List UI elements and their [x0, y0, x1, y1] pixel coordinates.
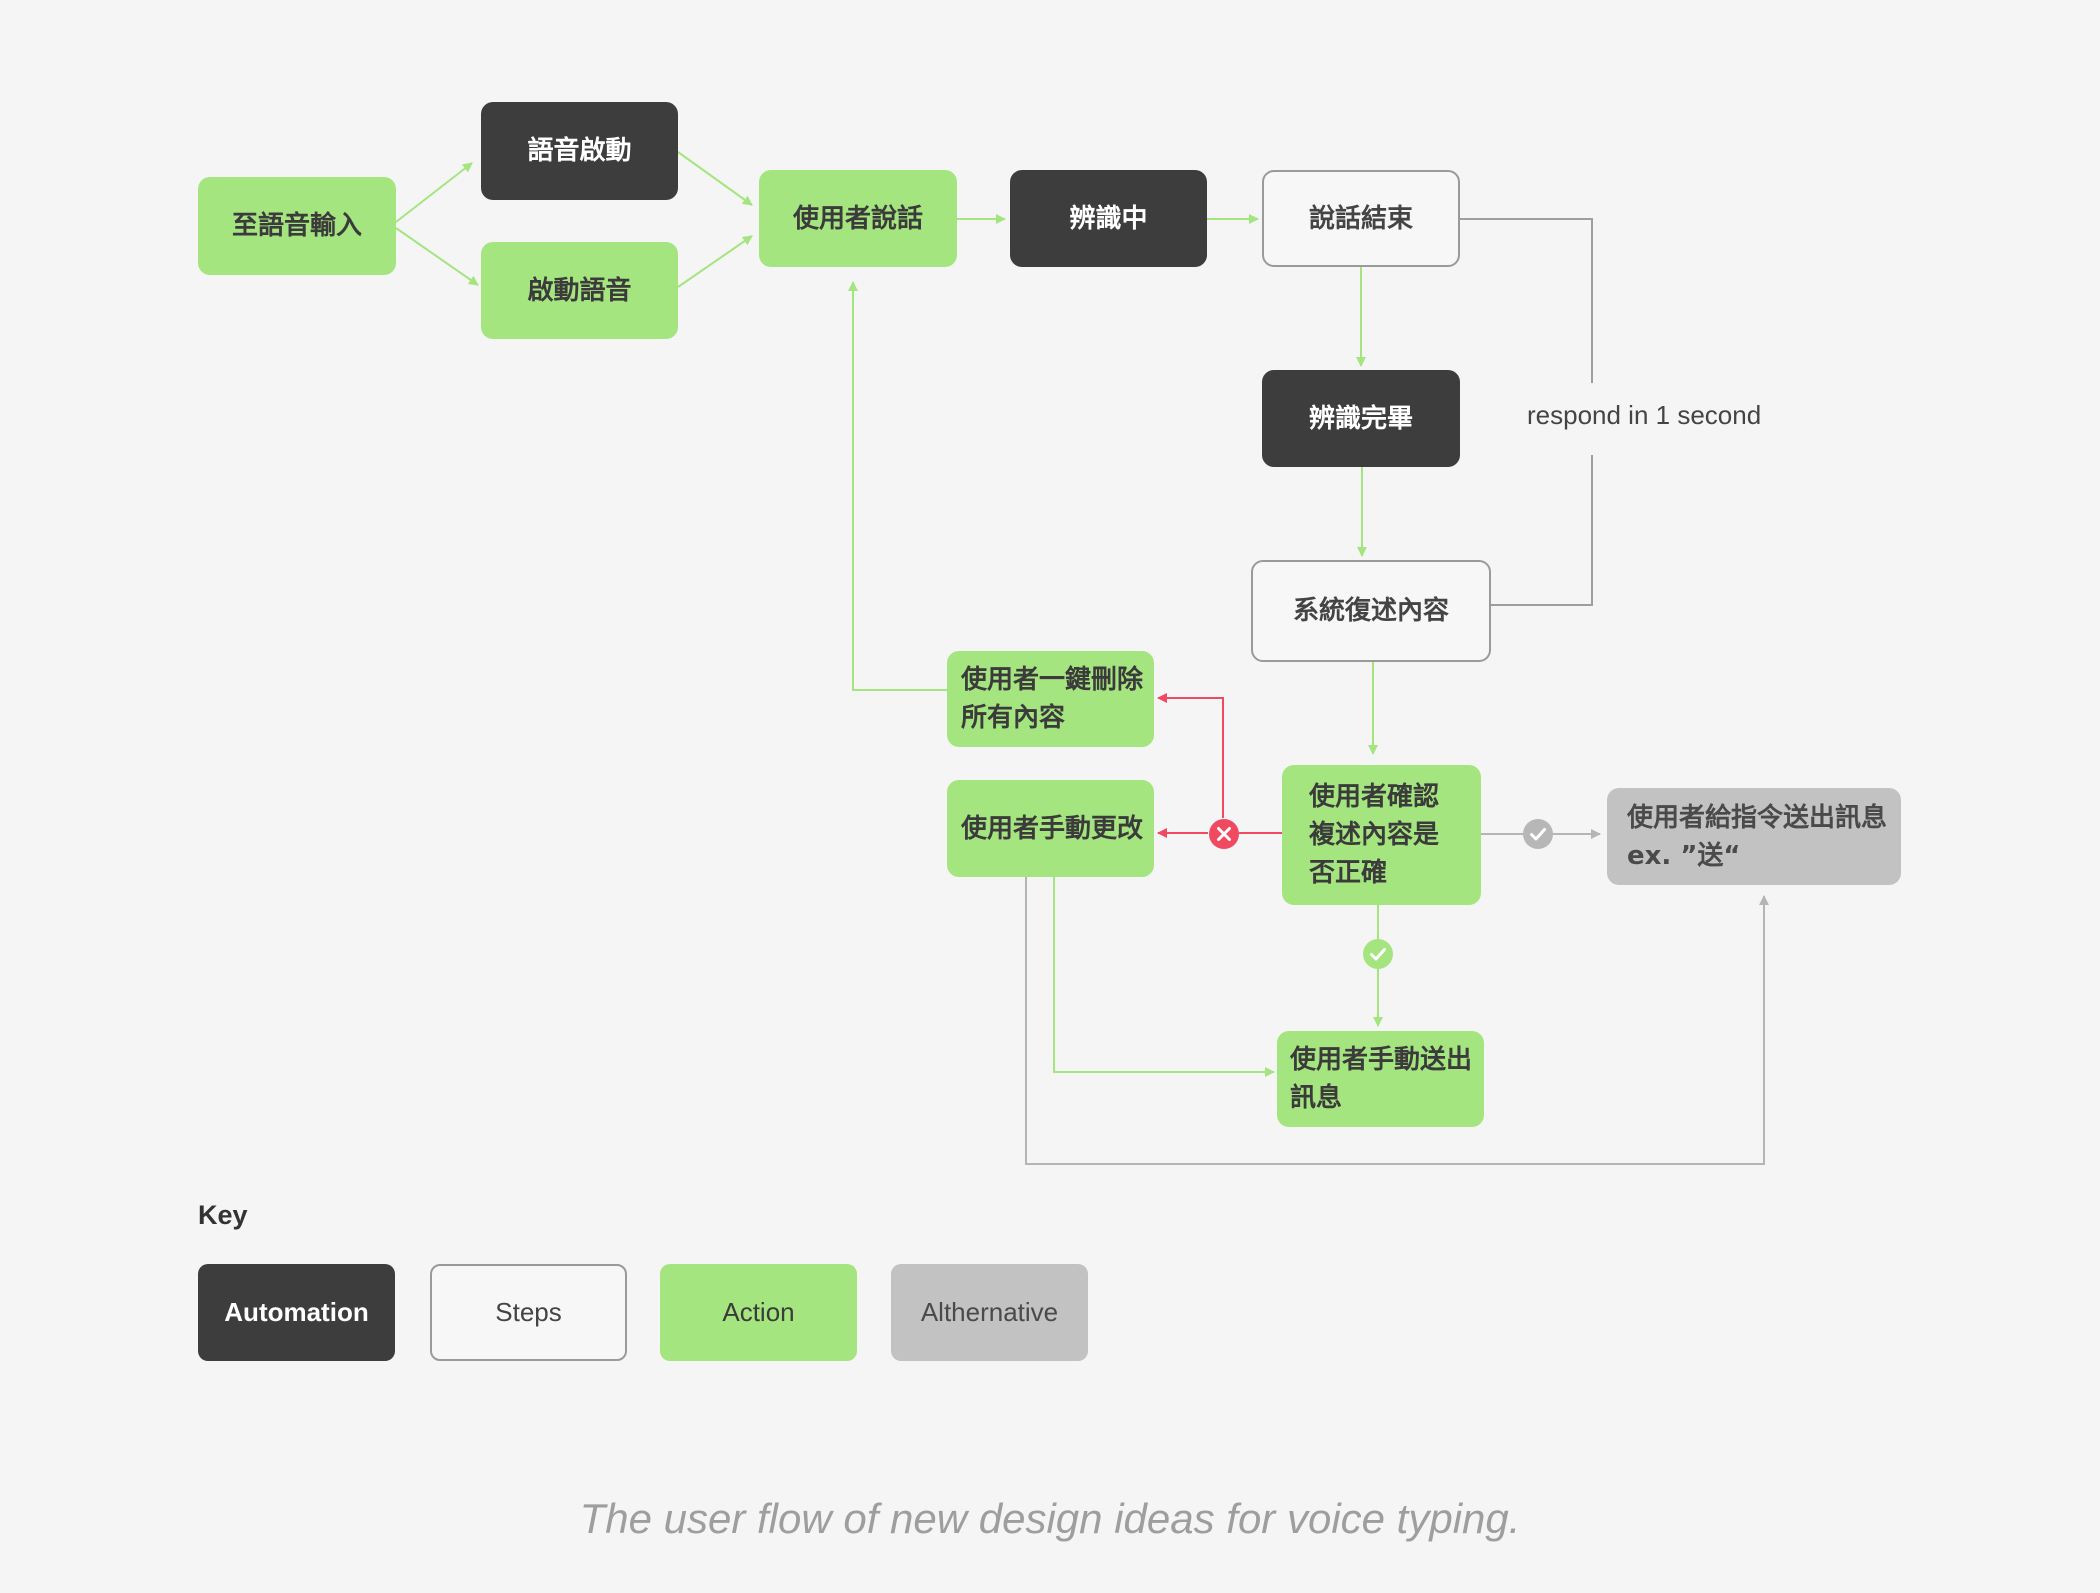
node-recognition-done: 辨識完畢 [1262, 370, 1460, 467]
node-label: 啟動語音 [527, 275, 632, 306]
node-label: 辨識中 [1069, 203, 1148, 234]
edge-input-to-start-voice [395, 227, 479, 286]
reject-x-icon [1208, 818, 1240, 850]
node-user-delete-all: 使用者一鍵刪除 所有內容 [947, 651, 1154, 747]
node-user-command-send: 使用者給指令送出訊息 ex. ”送“ [1607, 788, 1901, 885]
node-label: 說話結束 [1308, 203, 1413, 234]
node-label: 語音啟動 [527, 136, 632, 166]
node-system-repeat: 系統復述內容 [1251, 560, 1491, 662]
edge-edit-to-command-send [1025, 877, 1769, 1165]
node-label: 使用者手動更改 [961, 813, 1144, 844]
edge-edit-to-send [1053, 877, 1275, 1077]
alt-check-icon [1522, 818, 1554, 850]
node-label: 使用者一鍵刪除 所有內容 [961, 665, 1144, 733]
edge-delete-back-to-speak [848, 281, 947, 691]
edge-end-respond-top [1460, 218, 1593, 383]
node-label: 使用者手動送出 訊息 [1290, 1045, 1473, 1113]
key-automation: Automation [198, 1264, 395, 1361]
node-recognizing: 辨識中 [1010, 170, 1207, 267]
node-user-confirm: 使用者確認 複述內容是 否正確 [1282, 765, 1481, 905]
key-steps: Steps [430, 1264, 627, 1361]
edge-end-respond-bottom [1491, 455, 1593, 606]
node-to-voice-input: 至語音輸入 [198, 177, 396, 275]
edge-start-voice-to-speak [677, 235, 753, 288]
node-label: 使用者說話 [792, 203, 923, 234]
figure-caption: The user flow of new design ideas for vo… [579, 1495, 1521, 1542]
node-user-manual-send: 使用者手動送出 訊息 [1277, 1031, 1484, 1127]
node-start-voice: 啟動語音 [481, 242, 678, 339]
node-label: 使用者確認 複述內容是 否正確 [1309, 782, 1440, 888]
node-label: 系統復述內容 [1292, 596, 1449, 626]
node-user-manual-edit: 使用者手動更改 [947, 780, 1154, 877]
key-action: Action [660, 1264, 857, 1361]
edge-reject-to-delete [1157, 693, 1224, 818]
key-title: Key [198, 1200, 248, 1230]
node-speech-end: 說話結束 [1262, 170, 1460, 267]
node-voice-start: 語音啟動 [481, 102, 678, 200]
node-label: 使用者給指令送出訊息 ex. ”送“ [1627, 802, 1888, 871]
confirm-check-icon [1362, 938, 1394, 970]
edge-voice-start-to-speak [677, 151, 753, 206]
respond-annotation: respond in 1 second [1527, 400, 1762, 430]
node-label: 至語音輸入 [231, 211, 362, 241]
key-alternative: Althernative [891, 1264, 1088, 1361]
node-label: 辨識完畢 [1308, 403, 1413, 434]
node-user-speaks: 使用者說話 [759, 170, 957, 267]
edge-input-to-voice-start [395, 162, 473, 223]
